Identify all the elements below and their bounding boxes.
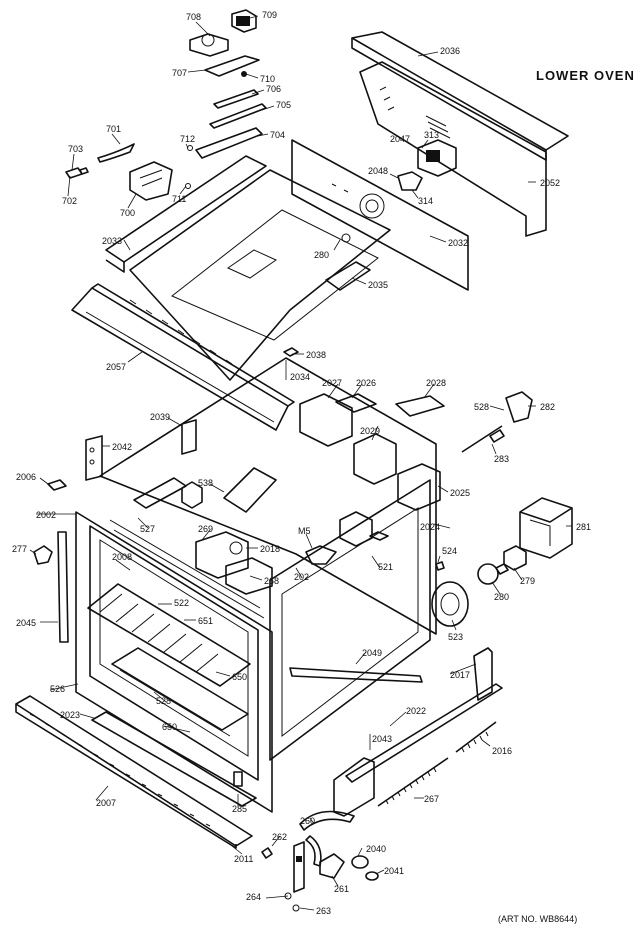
light-bulb-icon [477, 563, 499, 585]
label-524: 524 [442, 546, 457, 556]
label-2002: 2002 [36, 510, 56, 520]
label-526: 526 [50, 684, 65, 694]
label-528b: 528 [156, 696, 171, 706]
label-2006: 2006 [16, 472, 36, 482]
label-267: 267 [424, 794, 439, 804]
vent-ducts [299, 393, 445, 511]
label-262: 262 [272, 832, 287, 842]
label-706: 706 [266, 84, 281, 94]
art-number: (ART NO. WB8644) [498, 914, 577, 924]
label-2040: 2040 [366, 844, 386, 854]
label-712: 712 [180, 134, 195, 144]
label-313: 313 [424, 130, 439, 140]
label-705: 705 [276, 100, 291, 110]
label-2047: 2047 [390, 134, 410, 144]
label-2043: 2043 [372, 734, 392, 744]
label-2023: 2023 [60, 710, 80, 720]
label-202: 202 [294, 572, 309, 582]
label-2036: 2036 [440, 46, 460, 56]
label-2028: 2028 [426, 378, 446, 388]
label-283: 283 [494, 454, 509, 464]
label-2029: 2029 [360, 426, 380, 436]
label-260: 260 [300, 816, 315, 826]
diagram-title: LOWER OVEN [536, 68, 635, 83]
label-2049: 2049 [362, 648, 382, 658]
front-frame [33, 479, 273, 813]
label-M5: M5 [298, 526, 311, 536]
label-708: 708 [186, 12, 201, 22]
label-2032: 2032 [448, 238, 468, 248]
label-2011: 2011 [234, 854, 253, 864]
label-2057: 2057 [106, 362, 126, 372]
label-261: 261 [334, 884, 349, 894]
label-707: 707 [172, 68, 187, 78]
label-285: 285 [232, 804, 247, 814]
label-280a: 280 [314, 250, 329, 260]
hinge-parts [261, 810, 379, 912]
label-2033: 2033 [102, 236, 122, 246]
label-2042: 2042 [112, 442, 132, 452]
label-2035: 2035 [368, 280, 388, 290]
label-280b: 280 [494, 592, 509, 602]
label-2016: 2016 [492, 746, 512, 756]
label-2022: 2022 [406, 706, 426, 716]
label-2034: 2034 [290, 372, 310, 382]
label-703: 703 [68, 144, 83, 154]
label-650b: 650 [162, 722, 177, 732]
label-650a: 650 [232, 672, 247, 682]
label-2007: 2007 [96, 798, 116, 808]
label-651: 651 [198, 616, 213, 626]
bottom-trim [15, 695, 257, 849]
label-2017: 2017 [450, 670, 470, 680]
label-711: 711 [172, 194, 186, 204]
latch-assembly [65, 9, 267, 201]
oven-cavity [85, 357, 437, 761]
right-components [333, 391, 573, 817]
leader-lines [29, 15, 572, 911]
label-2025: 2025 [450, 488, 470, 498]
label-2052: 2052 [540, 178, 560, 188]
label-704: 704 [270, 130, 285, 140]
label-314: 314 [418, 196, 433, 206]
knob-icon [33, 545, 53, 565]
label-2038: 2038 [306, 350, 326, 360]
label-709: 709 [262, 10, 277, 20]
label-522: 522 [174, 598, 189, 608]
label-269: 269 [198, 524, 213, 534]
label-702: 702 [62, 196, 77, 206]
label-264: 264 [246, 892, 261, 902]
label-701: 701 [106, 124, 121, 134]
label-277: 277 [12, 544, 27, 554]
label-2024: 2024 [420, 522, 440, 532]
label-282: 282 [540, 402, 555, 412]
label-281: 281 [576, 522, 591, 532]
label-710: 710 [260, 74, 275, 84]
label-2041: 2041 [384, 866, 404, 876]
label-2045: 2045 [16, 618, 36, 628]
label-528a: 528 [474, 402, 489, 412]
rear-panels [291, 31, 569, 291]
label-263: 263 [316, 906, 331, 916]
label-523: 523 [448, 632, 463, 642]
label-521: 521 [378, 562, 393, 572]
part-labels: 708 709 707 710 706 705 704 701 712 703 … [12, 10, 591, 916]
label-2027: 2027 [322, 378, 342, 388]
label-527: 527 [140, 524, 155, 534]
label-2008: 2008 [112, 552, 132, 562]
label-2018: 2018 [260, 544, 280, 554]
label-700: 700 [120, 208, 135, 218]
front-trim [71, 283, 299, 431]
label-279: 279 [520, 576, 535, 586]
label-2026: 2026 [356, 378, 376, 388]
label-2039: 2039 [150, 412, 170, 422]
label-268: 268 [264, 576, 279, 586]
oven-top [105, 155, 391, 381]
label-2048: 2048 [368, 166, 388, 176]
label-538: 538 [198, 478, 213, 488]
